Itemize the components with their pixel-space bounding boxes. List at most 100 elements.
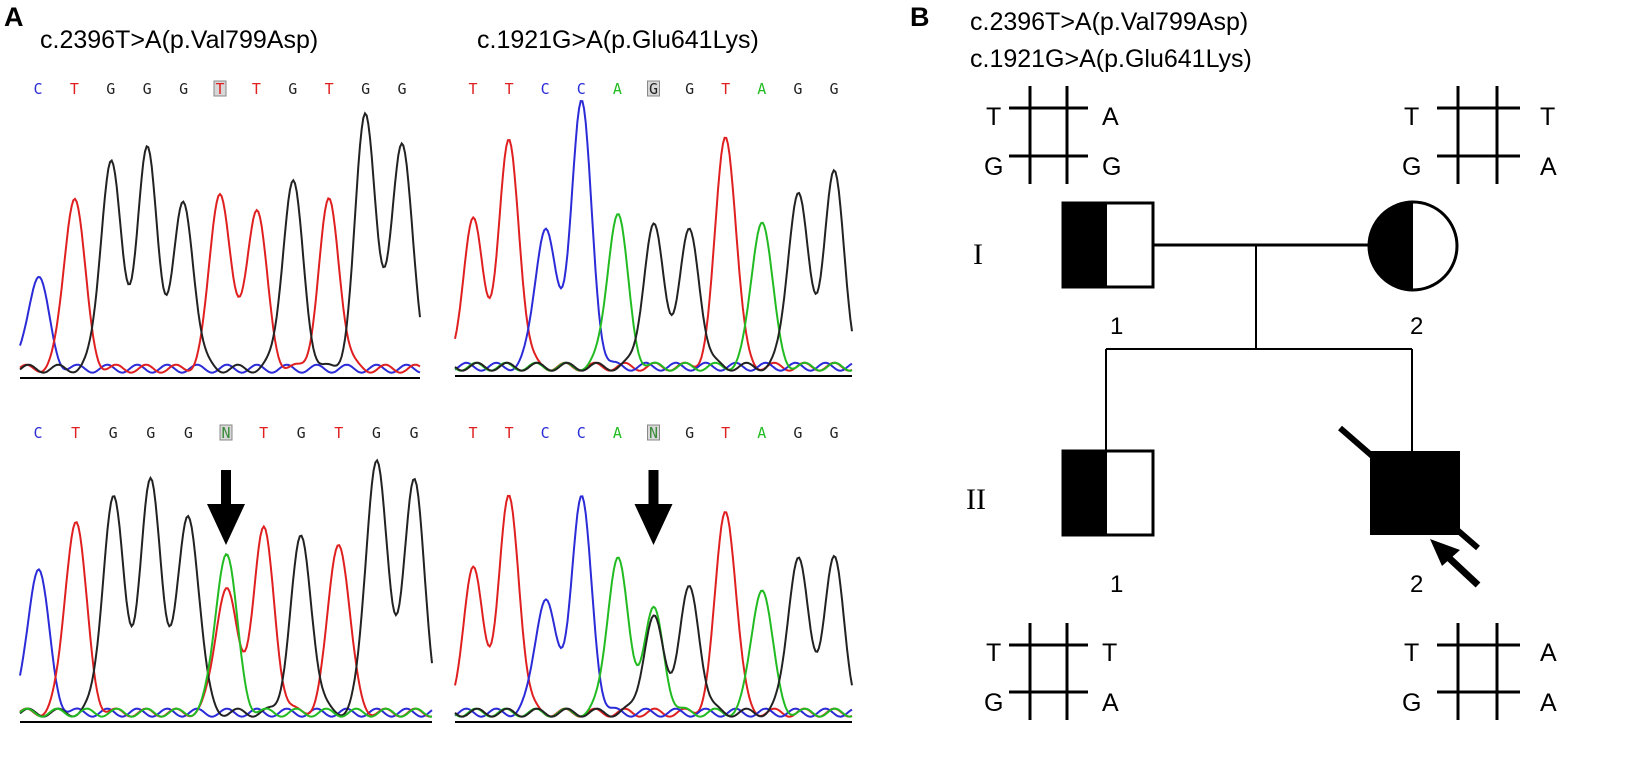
base-call: C — [541, 80, 550, 98]
panel-b: B c.2396T>A(p.Val799Asp) c.1921G>A(p.Glu… — [910, 2, 1557, 720]
variant-base-highlight — [219, 424, 233, 441]
base-call: G — [793, 80, 802, 98]
individual-number-ii-2: 2 — [1410, 571, 1423, 598]
trace-c — [19, 275, 421, 374]
base-call: C — [33, 424, 42, 442]
base-call: A — [757, 80, 766, 98]
haplotype-ii-1: T T G A — [984, 623, 1119, 720]
individual-number-i-2: 2 — [1410, 313, 1423, 340]
base-call: G — [146, 424, 155, 442]
chromatogram-title-right: c.1921G>A(p.Glu641Lys) — [477, 26, 759, 54]
trace-t — [454, 136, 853, 372]
trace-g — [454, 554, 853, 718]
base-call: G — [361, 80, 370, 98]
mutation-arrow-icon — [207, 470, 245, 545]
base-call: C — [577, 80, 586, 98]
trace-c — [454, 495, 853, 718]
base-call: A — [613, 80, 622, 98]
allele: A — [1102, 103, 1119, 131]
base-call: T — [334, 424, 343, 442]
allele: T — [1102, 639, 1117, 667]
base-call: T — [71, 424, 80, 442]
allele: G — [984, 153, 1003, 181]
base-call: G — [409, 424, 418, 442]
base-call: G — [143, 80, 152, 98]
base-call: T — [252, 80, 261, 98]
trace-a — [19, 552, 432, 718]
chromatogram-title-left: c.2396T>A(p.Val799Asp) — [40, 26, 318, 54]
trace-c — [19, 568, 433, 718]
base-call: C — [577, 424, 586, 442]
base-call: T — [70, 80, 79, 98]
base-call: G — [184, 424, 193, 442]
generation-label-i: I — [973, 238, 983, 271]
base-call: G — [106, 80, 115, 98]
base-call: T — [468, 80, 477, 98]
base-call: A — [613, 424, 622, 442]
base-call: C — [541, 424, 550, 442]
haplotype-ii-2: T A G A — [1402, 623, 1557, 720]
trace-a — [454, 213, 853, 372]
base-call: T — [259, 424, 268, 442]
base-call: G — [109, 424, 118, 442]
allele: G — [1102, 153, 1121, 181]
base-call: N — [221, 424, 230, 442]
base-call: G — [397, 80, 406, 98]
individual-number-i-1: 1 — [1110, 313, 1123, 340]
base-call: T — [721, 424, 730, 442]
base-call: G — [829, 80, 838, 98]
allele: A — [1540, 689, 1557, 717]
variant-base-highlight — [213, 80, 227, 97]
allele: T — [986, 639, 1001, 667]
pedigree-male-ii-2-proband — [1338, 425, 1480, 551]
base-call: G — [297, 424, 306, 442]
base-call: T — [721, 80, 730, 98]
base-call: G — [829, 424, 838, 442]
base-call: G — [685, 80, 694, 98]
base-call: G — [793, 424, 802, 442]
base-call: T — [468, 424, 477, 442]
base-call: G — [649, 80, 658, 98]
allele: A — [1540, 639, 1557, 667]
trace-t — [19, 192, 421, 374]
base-call: T — [325, 80, 334, 98]
pedigree-female-i-2 — [1367, 200, 1459, 292]
allele: A — [1540, 153, 1557, 181]
base-call: T — [505, 80, 514, 98]
base-call: N — [649, 424, 658, 442]
allele: G — [1402, 689, 1421, 717]
panel-b-letter: B — [910, 2, 930, 32]
base-call: G — [685, 424, 694, 442]
base-call: G — [372, 424, 381, 442]
haplotype-i-1: T A G G — [984, 86, 1121, 184]
trace-g — [19, 111, 421, 374]
allele: T — [1404, 639, 1419, 667]
trace-c — [454, 100, 853, 372]
individual-number-ii-1: 1 — [1110, 571, 1123, 598]
variant-base-highlight — [647, 424, 660, 441]
base-call: A — [757, 424, 766, 442]
allele: G — [1402, 153, 1421, 181]
allele: T — [986, 103, 1001, 131]
mutation-arrow-icon — [634, 470, 673, 545]
trace-t — [19, 521, 433, 718]
variant-line-2: c.1921G>A(p.Glu641Lys) — [970, 45, 1252, 73]
allele: T — [1404, 103, 1419, 131]
proband-arrow-icon — [1430, 539, 1481, 588]
pedigree-male-ii-1 — [1061, 449, 1155, 537]
allele: G — [984, 689, 1003, 717]
sibship-lines — [1105, 245, 1413, 451]
base-call: G — [179, 80, 188, 98]
trace-g — [454, 168, 853, 372]
panel-a-letter: A — [4, 2, 24, 32]
panel-a: A c.2396T>A(p.Val799Asp) c.1921G>A(p.Glu… — [4, 2, 853, 723]
variant-base-highlight — [647, 80, 660, 97]
allele: T — [1540, 103, 1555, 131]
trace-g — [19, 458, 433, 718]
variant-line-1: c.2396T>A(p.Val799Asp) — [970, 8, 1248, 36]
haplotype-i-2: T T G A — [1402, 86, 1557, 184]
